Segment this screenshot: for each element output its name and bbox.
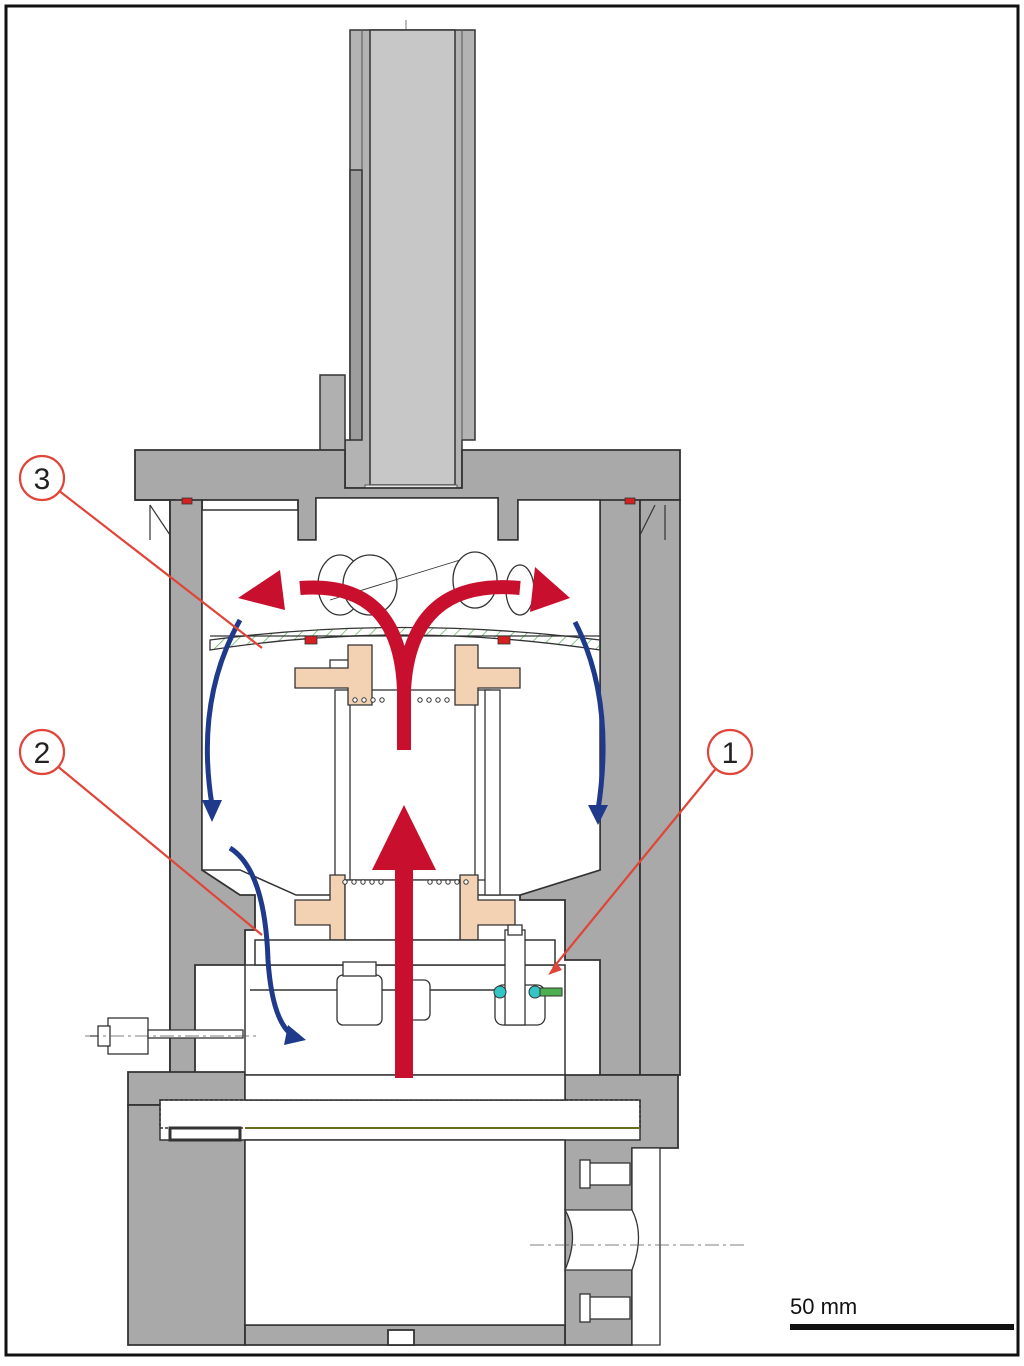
main-flow-up-arrow-head xyxy=(372,805,436,870)
side-valve xyxy=(493,985,563,999)
scale-bar-label: 50 mm xyxy=(790,1294,857,1319)
callout-3-number: 3 xyxy=(34,463,51,496)
callout-1: 1 xyxy=(548,728,754,975)
upper-caps xyxy=(294,644,521,706)
shaft xyxy=(319,29,476,498)
callout-1-circle xyxy=(706,728,754,776)
perforations xyxy=(342,697,469,885)
callout-3-leader xyxy=(57,489,263,649)
return-flow-right xyxy=(572,620,606,811)
return-flow-arrows xyxy=(202,618,608,1045)
callout-3-circle xyxy=(18,454,66,502)
main-flow-split-right xyxy=(397,580,521,691)
mesh-plate xyxy=(209,626,601,651)
callout-1-number: 1 xyxy=(722,737,739,770)
scale-bar-line xyxy=(790,1324,1014,1330)
callout-2-number: 2 xyxy=(34,737,51,770)
callout-2-leader xyxy=(55,764,263,936)
callout-2-circle xyxy=(18,728,66,776)
housing-edges xyxy=(149,504,666,540)
callout-2: 2 xyxy=(18,728,263,936)
figure-frame xyxy=(4,4,1020,1357)
callout-1-leader xyxy=(552,765,719,969)
return-flow-left-upper xyxy=(204,618,243,806)
scale-bar: 50 mm xyxy=(790,1294,1014,1330)
callout-3: 3 xyxy=(18,454,263,649)
return-flow-left-lower xyxy=(228,845,294,1037)
bolts xyxy=(563,1147,661,1346)
center-marks xyxy=(85,1035,745,1246)
main-flow-arrows xyxy=(238,567,570,1078)
